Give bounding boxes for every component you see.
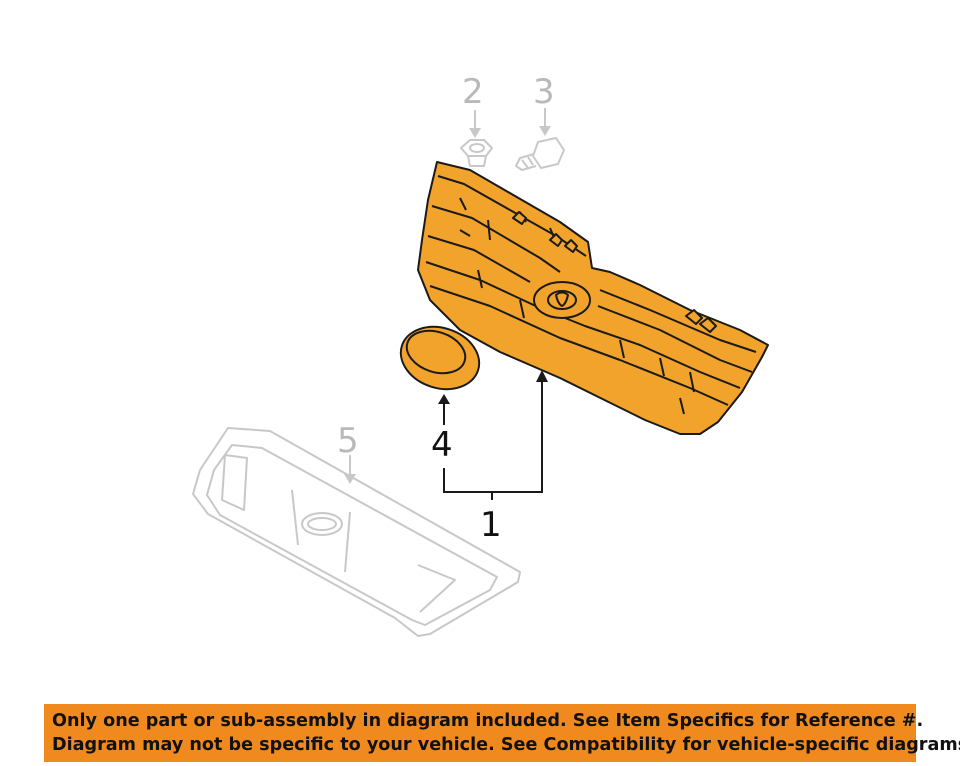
clip-icon (460, 110, 493, 167)
callout-4: 4 (431, 425, 453, 465)
disclaimer-line-2: Diagram may not be specific to your vehi… (52, 735, 960, 755)
grille-assembly-icon (417, 161, 769, 435)
callout-1: 1 (480, 505, 502, 545)
callout-3: 3 (533, 72, 555, 112)
grille-surround-icon (192, 427, 521, 637)
disclaimer-line-1: Only one part or sub-assembly in diagram… (52, 711, 924, 731)
screw-icon (515, 108, 565, 171)
emblem-icon (399, 325, 481, 391)
leader-lines (438, 370, 548, 500)
parts-diagram: 1 2 3 4 5 (192, 72, 769, 637)
callout-2: 2 (462, 72, 484, 112)
leader-line-5 (344, 455, 356, 484)
disclaimer-banner: Only one part or sub-assembly in diagram… (44, 704, 960, 762)
callout-5: 5 (337, 421, 359, 461)
